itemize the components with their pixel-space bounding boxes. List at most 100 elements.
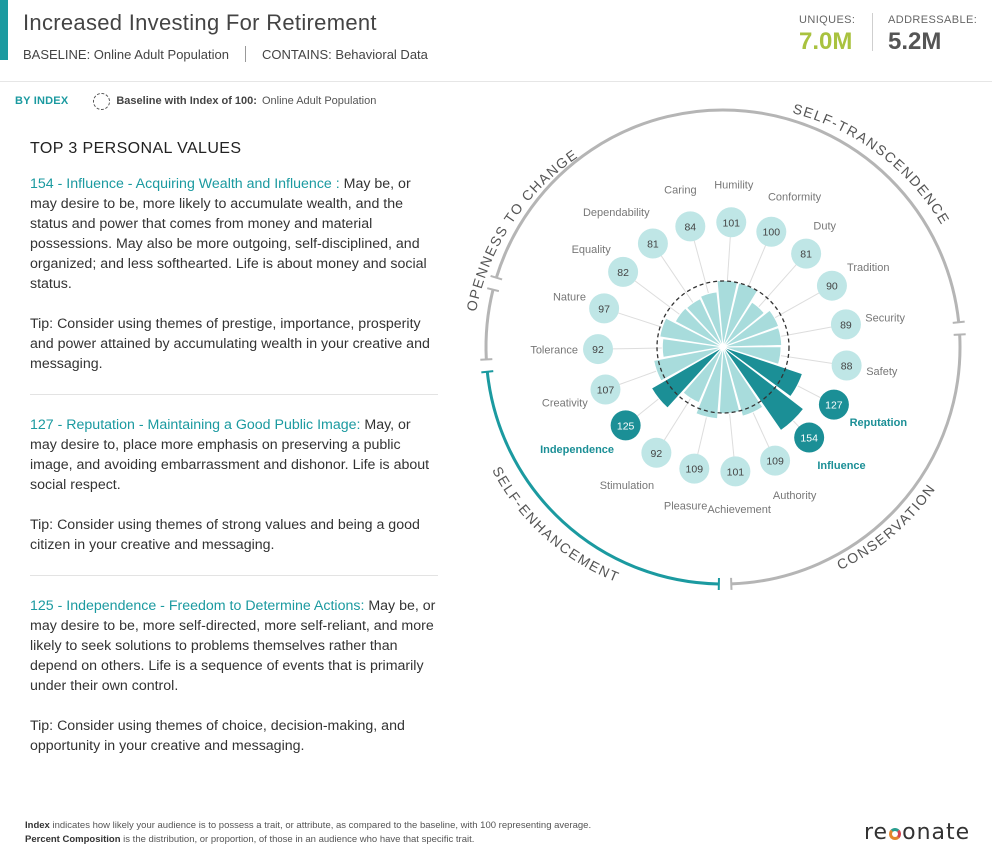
- value-label-independence: Independence: [540, 444, 614, 456]
- bubble-index-creativity: 107: [597, 385, 615, 397]
- spoke: [618, 370, 657, 386]
- ring-tick: [486, 287, 500, 293]
- bubble-tolerance[interactable]: [583, 334, 614, 365]
- page-title: Increased Investing For Retirement: [23, 10, 377, 35]
- value-label-achievement: Achievement: [707, 504, 771, 516]
- petal-authority: [722, 346, 764, 417]
- ring-tick: [490, 274, 503, 281]
- bubble-index-tolerance: 92: [592, 344, 604, 356]
- bubble-influence[interactable]: [794, 422, 825, 453]
- value-label-authority: Authority: [773, 490, 817, 502]
- bubble-humility[interactable]: [716, 207, 747, 238]
- value-label-caring: Caring: [664, 185, 696, 197]
- uniques-metric: UNIQUES: 7.0M: [799, 14, 855, 56]
- group-label-conservation: CONSERVATION: [834, 480, 938, 572]
- value-item-influence: 154 - Influence - Acquiring Wealth and I…: [30, 174, 438, 374]
- spoke: [774, 292, 820, 319]
- bubble-index-security: 89: [840, 319, 852, 331]
- petal-duty: [722, 301, 765, 348]
- bubble-conformity[interactable]: [756, 216, 787, 247]
- baseline-legend-value: Online Adult Population: [261, 95, 377, 107]
- bubble-equality[interactable]: [608, 256, 639, 287]
- bubble-index-conformity: 100: [763, 227, 781, 239]
- ring-segment: [494, 108, 961, 323]
- value-label-nature: Nature: [553, 292, 586, 304]
- percent-note: Percent Composition is the distribution,…: [25, 833, 591, 847]
- value-heading: 154 - Influence - Acquiring Wealth and I…: [30, 176, 340, 192]
- petal-pleasure: [695, 346, 724, 420]
- wheel-spokes: [612, 236, 833, 458]
- bubble-index-humility: 101: [722, 217, 740, 229]
- spoke: [729, 413, 735, 458]
- value-label-reputation: Reputation: [850, 417, 908, 429]
- spoke: [780, 355, 833, 364]
- bubble-reputation[interactable]: [818, 389, 849, 420]
- bubble-pleasure[interactable]: [679, 453, 710, 484]
- section-divider: [30, 575, 438, 576]
- bubble-index-stimulation: 92: [651, 448, 663, 460]
- value-label-humility: Humility: [714, 179, 754, 191]
- spoke: [612, 347, 663, 350]
- addressable-value: 5.2M: [888, 28, 942, 55]
- bubble-index-nature: 97: [598, 303, 610, 315]
- bubble-tradition[interactable]: [816, 270, 847, 301]
- bubble-duty[interactable]: [791, 238, 822, 269]
- bubble-safety[interactable]: [831, 350, 862, 381]
- bubble-index-influence: 154: [800, 433, 818, 445]
- petal-security: [722, 326, 783, 348]
- value-description: May be, or may desire to be, more likely…: [30, 176, 427, 292]
- spoke: [758, 263, 798, 308]
- value-tip: Tip: Consider using themes of choice, de…: [30, 718, 405, 754]
- bubble-index-reputation: 127: [825, 400, 843, 412]
- bubble-security[interactable]: [830, 309, 861, 340]
- accent-bar: [0, 0, 8, 60]
- petal-creativity: [653, 346, 724, 382]
- petal-achievement: [718, 346, 741, 415]
- value-label-duty: Duty: [813, 220, 836, 232]
- bubble-independence[interactable]: [610, 410, 641, 441]
- value-label-creativity: Creativity: [542, 397, 588, 409]
- bubble-stimulation[interactable]: [641, 437, 672, 468]
- uniques-value: 7.0M: [799, 28, 853, 55]
- section-divider: [30, 394, 438, 395]
- value-label-influence: Influence: [817, 460, 865, 472]
- petal-caring: [699, 291, 724, 348]
- bubble-caring[interactable]: [675, 211, 706, 242]
- value-label-equality: Equality: [572, 244, 612, 256]
- value-label-tolerance: Tolerance: [530, 345, 578, 357]
- bubble-index-authority: 109: [766, 456, 784, 468]
- value-label-dependability: Dependability: [583, 207, 650, 219]
- spoke: [752, 412, 770, 449]
- bubble-index-dependability: 81: [647, 238, 659, 250]
- index-term: Index: [25, 820, 50, 831]
- spoke: [726, 236, 731, 281]
- percent-term: Percent Composition: [25, 834, 121, 845]
- ring-tick: [952, 320, 965, 324]
- spoke: [693, 239, 709, 294]
- bubble-nature[interactable]: [589, 293, 620, 324]
- index-note-text: indicates how likely your audience is to…: [49, 820, 592, 831]
- baseline-text: BASELINE: Online Adult Population: [23, 46, 229, 62]
- bubble-authority[interactable]: [760, 445, 791, 476]
- bubble-achievement[interactable]: [720, 456, 751, 487]
- value-label-tradition: Tradition: [847, 262, 889, 274]
- by-index-toggle[interactable]: BY INDEX: [15, 95, 69, 107]
- addressable-metric: ADDRESSABLE: 5.2M: [888, 14, 977, 56]
- value-item-independence: 125 - Independence - Freedom to Determin…: [30, 596, 438, 756]
- value-tip: Tip: Consider using themes of prestige, …: [30, 316, 430, 372]
- uniques-label: UNIQUES:: [799, 14, 856, 26]
- bubble-index-tradition: 90: [826, 281, 838, 293]
- bubble-creativity[interactable]: [590, 374, 621, 405]
- spoke: [780, 326, 833, 337]
- value-label-security: Security: [865, 313, 905, 325]
- bubble-dependability[interactable]: [637, 228, 668, 259]
- petal-independence: [650, 346, 724, 409]
- spoke: [617, 312, 663, 328]
- spoke: [697, 416, 707, 456]
- petal-safety: [722, 346, 782, 365]
- bubble-index-independence: 125: [617, 420, 635, 432]
- ring-segment: [484, 289, 495, 360]
- value-heading: 125 - Independence - Freedom to Determin…: [30, 598, 365, 614]
